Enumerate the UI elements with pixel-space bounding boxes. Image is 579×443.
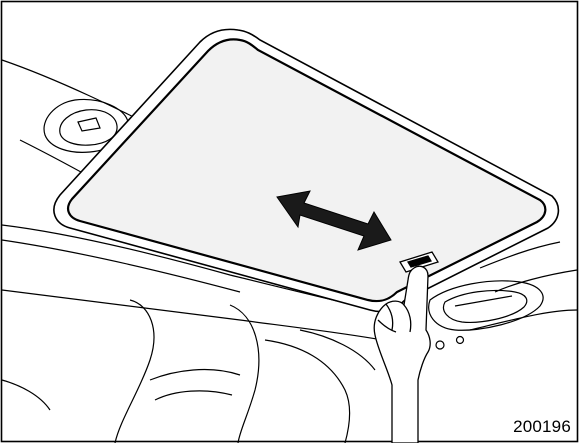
seat-outlines (2, 300, 375, 443)
figure-code: 200196 (513, 417, 571, 437)
sunroof-panel (54, 29, 558, 311)
